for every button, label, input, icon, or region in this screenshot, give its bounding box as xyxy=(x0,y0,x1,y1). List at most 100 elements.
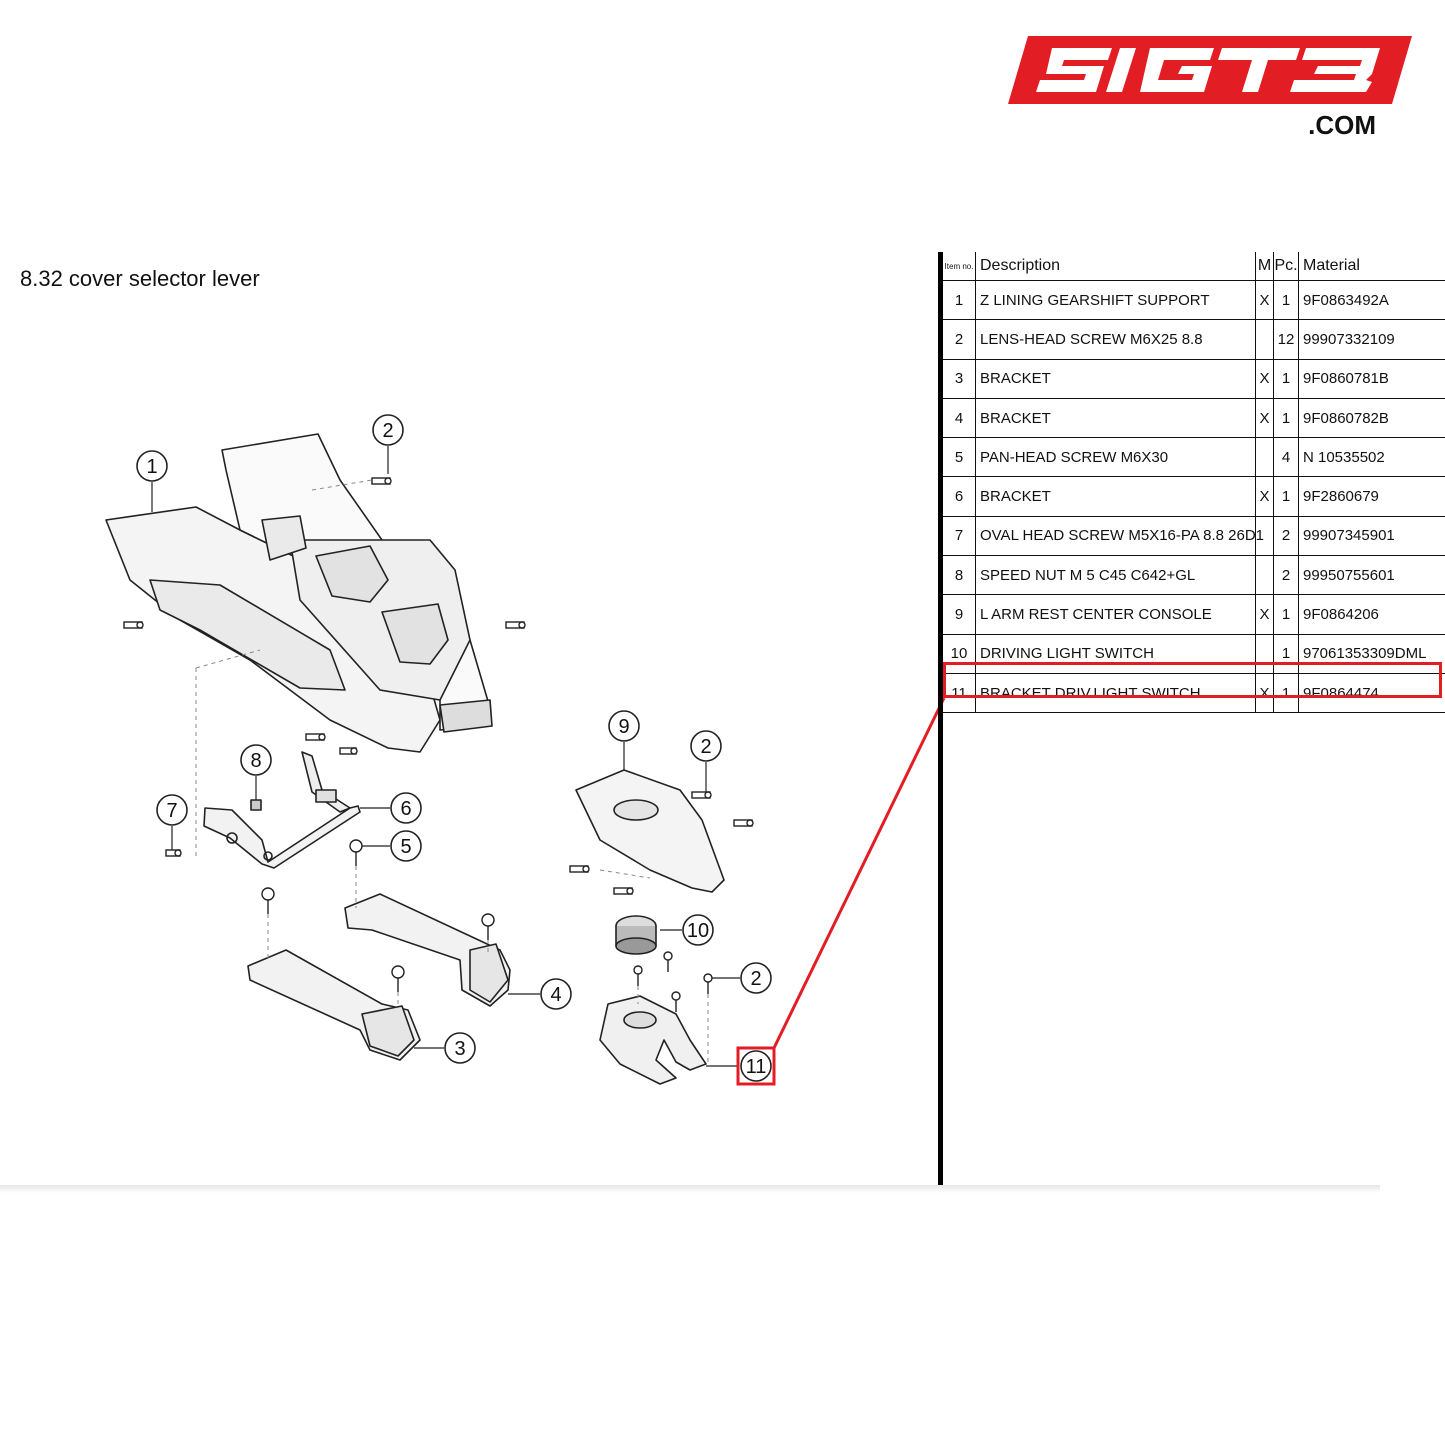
cell-m: X xyxy=(1256,477,1274,516)
cell-pc: 1 xyxy=(1274,634,1299,673)
cell-m: X xyxy=(1256,281,1274,320)
cell-m xyxy=(1256,320,1274,359)
screw-icon xyxy=(165,849,182,857)
cell-item-no: 10 xyxy=(943,634,976,673)
cell-pc: 2 xyxy=(1274,516,1299,556)
part-3-bracket xyxy=(247,949,421,1061)
cell-m: X xyxy=(1256,595,1274,634)
screw-icon xyxy=(481,913,495,940)
cell-pc: 4 xyxy=(1274,438,1299,477)
cell-material: 9F0863492A xyxy=(1303,291,1389,309)
cell-material: 99907332109 xyxy=(1303,330,1395,348)
cell-material: 97061353309DML xyxy=(1303,645,1427,663)
screw-icon xyxy=(691,791,712,799)
cell-description: L ARM REST CENTER CONSOLE xyxy=(976,595,1256,634)
callout-9: 9 xyxy=(618,716,629,738)
header-description: Description xyxy=(976,252,1256,280)
cell-material: 99907345901 xyxy=(1303,527,1395,545)
screw-icon xyxy=(371,477,392,485)
cell-pc: 1 xyxy=(1274,595,1299,634)
logo-domain-text: .COM xyxy=(1308,110,1376,140)
screw-icon xyxy=(671,991,681,1012)
part-1-lining xyxy=(105,433,493,753)
cell-item-no: 1 xyxy=(943,281,976,320)
screw-icon xyxy=(349,839,363,866)
callout-3: 3 xyxy=(454,1038,465,1060)
cell-material: 99950755601 xyxy=(1303,566,1395,584)
screw-icon xyxy=(569,865,590,873)
screw-icon xyxy=(663,951,673,972)
highlighted-row-box xyxy=(943,662,1442,698)
screw-icon xyxy=(305,733,326,741)
part-11-switch-bracket xyxy=(599,995,707,1085)
screw-icon xyxy=(633,965,643,986)
bottom-edge xyxy=(0,1185,1380,1193)
callout-10: 10 xyxy=(687,920,709,942)
cell-description: Z LINING GEARSHIFT SUPPORT xyxy=(976,281,1256,320)
cell-m xyxy=(1256,634,1274,673)
screw-icon xyxy=(703,973,713,994)
screw-icon xyxy=(505,621,526,629)
part-9-armrest xyxy=(575,769,725,893)
sigtb-logo: .COM xyxy=(1008,36,1412,140)
cell-description: PAN-HEAD SCREW M6X30 xyxy=(976,438,1256,477)
callout-2: 2 xyxy=(700,736,711,758)
cell-m xyxy=(1256,516,1274,556)
callout-2: 2 xyxy=(750,968,761,990)
cell-material: 9F2860679 xyxy=(1303,488,1379,506)
exploded-parts-diagram: 1 2 8 7 6 5 9 2 10 2 4 3 11 xyxy=(105,414,946,1086)
cell-item-no: 6 xyxy=(943,477,976,516)
header-pc: Pc. xyxy=(1274,252,1299,280)
cell-material: N 10535502 xyxy=(1303,448,1385,466)
screw-icon xyxy=(733,819,754,827)
cell-description: BRACKET xyxy=(976,477,1256,516)
cell-item-no: 7 xyxy=(943,516,976,556)
vertical-divider xyxy=(938,252,943,1190)
part-6-bracket xyxy=(203,751,361,869)
screw-icon xyxy=(339,747,358,755)
screw-icon xyxy=(123,621,144,629)
part-4-bracket xyxy=(344,893,511,1007)
cell-item-no: 4 xyxy=(943,398,976,438)
cell-pc: 1 xyxy=(1274,359,1299,398)
page-title: 8.32 cover selector lever xyxy=(20,266,260,291)
cell-material: 9F0860782B xyxy=(1303,409,1389,427)
callout-6: 6 xyxy=(400,798,411,820)
callout-1: 1 xyxy=(146,456,157,478)
callout-8: 8 xyxy=(250,750,261,772)
cell-item-no: 8 xyxy=(943,556,976,595)
cell-item-no: 2 xyxy=(943,320,976,359)
cell-m: X xyxy=(1256,673,1274,713)
cell-material: 9F0860781B xyxy=(1303,370,1389,388)
cell-description: SPEED NUT M 5 C45 C642+GL xyxy=(976,556,1256,595)
cell-item-no: 3 xyxy=(943,359,976,398)
cell-item-no: 9 xyxy=(943,595,976,634)
header-m: M xyxy=(1256,252,1274,280)
cell-pc: 1 xyxy=(1274,477,1299,516)
callout-7: 7 xyxy=(166,800,177,822)
cell-description: OVAL HEAD SCREW M5X16-PA 8.8 26D1 xyxy=(976,516,1264,556)
highlight-connector xyxy=(772,697,946,1049)
cell-m: X xyxy=(1256,398,1274,438)
screw-icon xyxy=(261,887,275,914)
cell-description: BRACKET xyxy=(976,359,1256,398)
cell-description: LENS-HEAD SCREW M6X25 8.8 xyxy=(976,320,1256,359)
cell-description: BRACKET xyxy=(976,398,1256,438)
cell-item-no: 5 xyxy=(943,438,976,477)
screw-icon xyxy=(391,965,405,992)
callout-11-highlight xyxy=(736,1046,776,1086)
header-material: Material xyxy=(1303,257,1360,274)
part-8-speed-nut xyxy=(250,799,262,811)
callout-5: 5 xyxy=(400,836,411,858)
